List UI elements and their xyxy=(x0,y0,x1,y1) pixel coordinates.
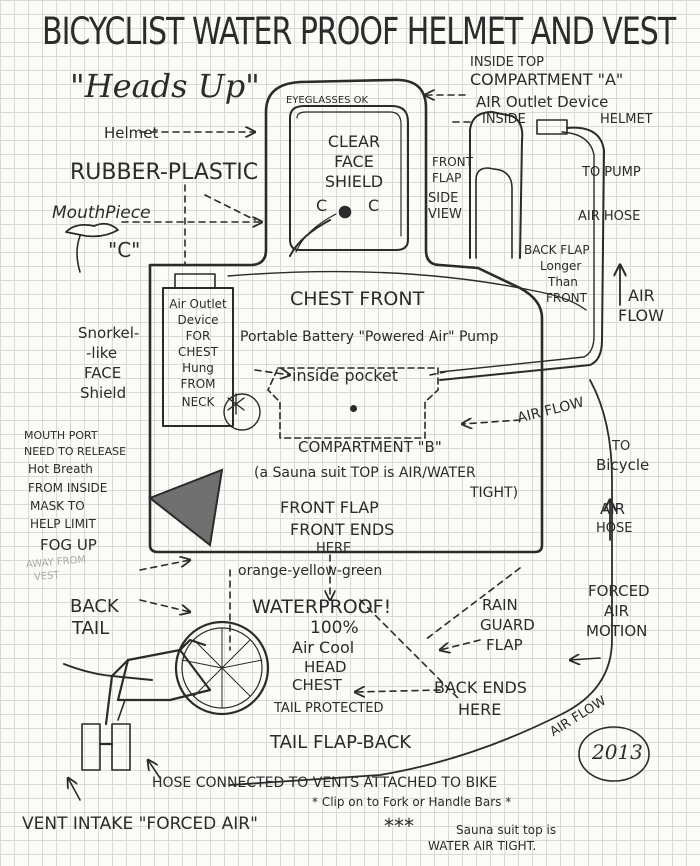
mouth-port-7: FOG UP xyxy=(40,538,97,553)
compartment-b-label: COMPARTMENT "B" xyxy=(298,440,442,455)
forced-air-1: FORCED xyxy=(588,584,650,599)
cool-3: HEAD xyxy=(304,660,347,675)
waterproof-label: WATERPROOF! xyxy=(252,598,391,617)
front-flap-side-2: FLAP xyxy=(432,172,461,184)
pump-label: Portable Battery "Powered Air" Pump xyxy=(240,330,499,344)
front-flap-3: HERE xyxy=(316,542,351,555)
shield-label: SHIELD xyxy=(318,174,390,190)
air-flow-right-1: AIR xyxy=(628,288,655,304)
inside-pocket-label: inside pocket xyxy=(292,368,398,384)
mouth-port-2: NEED TO RELEASE xyxy=(24,446,126,457)
c-mark-right: C xyxy=(368,198,379,214)
back-flap-4: FRONT xyxy=(546,292,587,304)
tail-flap-label: TAIL FLAP-BACK xyxy=(270,734,411,752)
rubber-plastic-label: RUBBER-PLASTIC xyxy=(70,162,258,184)
front-flap-2: FRONT ENDS xyxy=(290,522,394,538)
snorkel-3: FACE xyxy=(84,366,121,381)
outlet-3: FOR xyxy=(163,330,233,342)
pocket-dot xyxy=(350,405,357,412)
outlet-5: Hung xyxy=(163,362,233,374)
compartment-a-line2: COMPARTMENT "A" xyxy=(470,72,623,88)
sauna-1: (a Sauna suit TOP is AIR/WATER xyxy=(254,466,476,480)
front-flap-1: FRONT FLAP xyxy=(280,500,379,516)
vent-intake-label: VENT INTAKE "FORCED AIR" xyxy=(22,816,258,833)
clear-label: CLEAR xyxy=(318,134,390,150)
snorkel-4: Shield xyxy=(80,386,126,401)
snorkel-2: -like xyxy=(86,346,117,361)
cool-2: Air Cool xyxy=(292,640,354,656)
sauna-bottom-2: WATER AIR TIGHT. xyxy=(428,840,536,852)
face-label: FACE xyxy=(318,154,390,170)
to-bicycle-1: TO xyxy=(612,440,630,453)
page-title: BICYCLIST WATER PROOF HELMET AND VEST xyxy=(42,14,675,52)
front-flap-side-1: FRONT xyxy=(432,156,473,168)
side-view-1: SIDE xyxy=(428,192,458,205)
asterisks-mark: *** xyxy=(384,816,414,836)
cool-4: CHEST xyxy=(292,678,342,693)
helmet-label: Helmet xyxy=(104,126,158,141)
eyeglasses-label: EYEGLASSES OK xyxy=(286,96,368,106)
side-view-helmet xyxy=(470,112,522,258)
c-mark-left: C xyxy=(316,198,327,214)
air-hose-bottom-1: AIR xyxy=(600,502,625,517)
compartment-a-line5: HELMET xyxy=(600,113,653,126)
signature-year: 2013 xyxy=(592,742,643,762)
mouth-port-1: MOUTH PORT xyxy=(24,430,98,441)
compartment-a-line1: INSIDE TOP xyxy=(470,56,544,69)
rain-guard-3: FLAP xyxy=(486,638,523,653)
to-pump-label: TO PUMP xyxy=(582,166,641,179)
colors-text: orange-yellow-green xyxy=(238,564,382,578)
tail-protected-label: TAIL PROTECTED xyxy=(274,702,384,715)
mouthpiece-c-label: "C" xyxy=(108,240,140,260)
cool-1: 100% xyxy=(310,620,359,637)
back-flap-2: Longer xyxy=(540,260,581,272)
chest-front-label: CHEST FRONT xyxy=(290,290,424,309)
air-hose-label: AIR HOSE xyxy=(578,210,640,223)
compartment-a-line4: INSIDE xyxy=(482,113,526,126)
forced-air-3: MOTION xyxy=(586,624,647,639)
bicycle xyxy=(64,622,268,770)
subtitle: "Heads Up" xyxy=(70,70,260,102)
back-flap-3: Than xyxy=(548,276,578,288)
sauna-bottom-1: Sauna suit top is xyxy=(456,824,556,836)
outlet-1: Air Outlet xyxy=(163,298,233,310)
rain-guard-2: GUARD xyxy=(480,618,535,633)
mouth-port-6: HELP LIMIT xyxy=(30,518,96,530)
reflector-triangle xyxy=(150,470,222,545)
back-flap-1: BACK FLAP xyxy=(524,244,590,256)
outlet-4: CHEST xyxy=(163,346,233,358)
outlet-6: FROM xyxy=(163,378,233,390)
side-view-2: VIEW xyxy=(428,208,462,221)
mouth-port-5: MASK TO xyxy=(30,500,85,512)
back-ends-2: HERE xyxy=(458,702,501,718)
back-tail-1: BACK xyxy=(70,598,119,616)
mouth-port-3: Hot Breath xyxy=(28,463,93,475)
snorkel-1: Snorkel- xyxy=(78,326,139,341)
air-hose-bottom-2: HOSE xyxy=(596,522,632,535)
mouthpiece-label: MouthPiece xyxy=(52,205,151,222)
mouth-port-4: FROM INSIDE xyxy=(28,482,107,494)
sauna-2: TIGHT) xyxy=(470,486,518,500)
air-flow-right-2: FLOW xyxy=(618,308,664,324)
compartment-a-line3: AIR Outlet Device xyxy=(476,95,608,110)
forced-air-2: AIR xyxy=(604,604,629,619)
outlet-2: Device xyxy=(163,314,233,326)
hose-connected-label: HOSE CONNECTED TO VENTS ATTACHED TO BIKE xyxy=(152,776,497,790)
back-ends-1: BACK ENDS xyxy=(434,680,527,696)
outlet-7: NECK xyxy=(163,396,233,408)
rain-guard-1: RAIN xyxy=(482,598,518,613)
clip-on-label: * Clip on to Fork or Handle Bars * xyxy=(312,796,511,808)
back-tail-2: TAIL xyxy=(72,620,109,638)
to-bicycle-2: Bicycle xyxy=(596,458,649,473)
